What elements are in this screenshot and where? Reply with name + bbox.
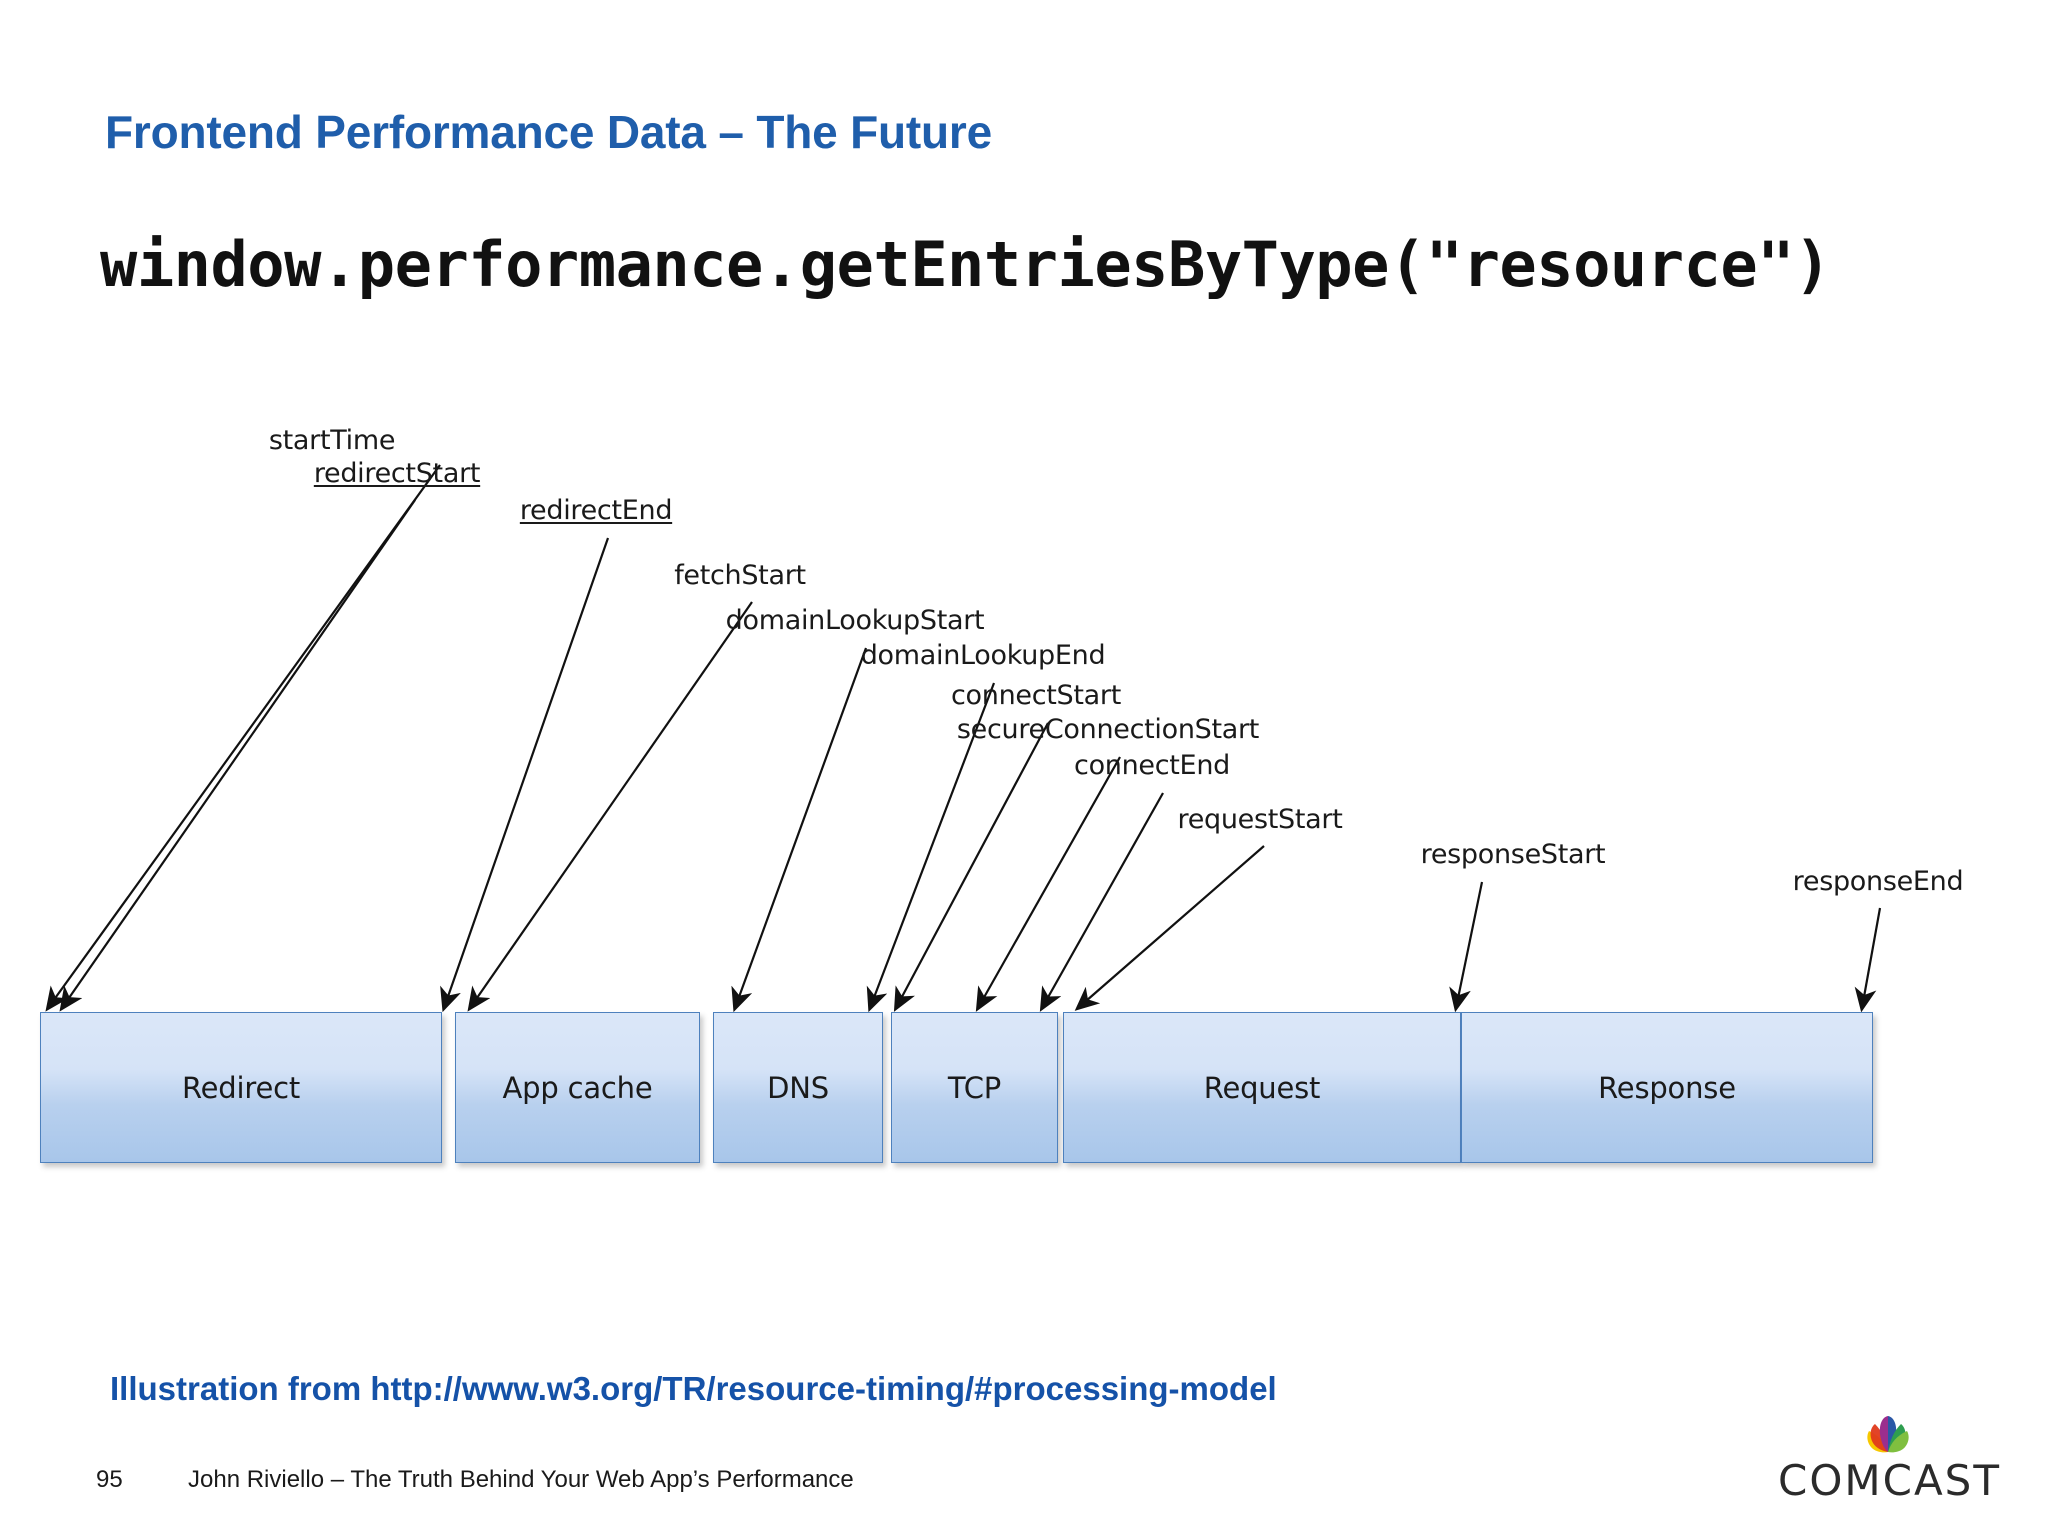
phase-box-label: DNS	[767, 1070, 829, 1105]
annotation-label-startTime: startTime	[268, 425, 396, 456]
phase-box-redirect[interactable]: Redirect	[40, 1012, 442, 1163]
phase-box-label: Redirect	[182, 1070, 300, 1105]
phase-box-label: Request	[1203, 1070, 1321, 1105]
leader-arrow-secureConnectionStart	[975, 756, 1121, 1012]
phase-box-app-cache[interactable]: App cache	[455, 1012, 700, 1163]
leader-arrow-requestStart	[1074, 845, 1265, 1011]
annotation-label-redirectStart: redirectStart	[313, 458, 481, 489]
annotation-label-requestStart: requestStart	[1177, 804, 1343, 835]
leader-arrow-fetchStart	[467, 601, 753, 1012]
leader-arrow-connectStart	[893, 722, 1049, 1012]
leader-arrow-redirectEnd	[440, 537, 610, 1013]
leader-arrow-domainLookupStart	[731, 647, 868, 1013]
phase-box-tcp[interactable]: TCP	[891, 1012, 1058, 1163]
annotation-label-fetchStart: fetchStart	[674, 560, 806, 591]
page-title: Frontend Performance Data – The Future	[105, 106, 992, 158]
annotation-label-domainLookupEnd: domainLookupEnd	[860, 640, 1106, 671]
nbc-peacock-icon	[1867, 1416, 1909, 1453]
leader-arrow-responseStart	[1449, 881, 1484, 1013]
phase-box-label: App cache	[502, 1070, 653, 1105]
annotation-label-responseEnd: responseEnd	[1792, 866, 1964, 897]
annotation-label-responseStart: responseStart	[1420, 839, 1606, 870]
annotation-label-connectEnd: connectEnd	[1074, 750, 1230, 781]
phase-box-response[interactable]: Response	[1461, 1012, 1873, 1163]
leader-arrow-startTime	[45, 464, 441, 1012]
annotation-label-secureConnectionStart: secureConnectionStart	[956, 714, 1260, 745]
annotation-label-domainLookupStart: domainLookupStart	[725, 605, 985, 636]
illustration-credit[interactable]: Illustration from http://www.w3.org/TR/r…	[110, 1370, 1277, 1407]
page-number: 95	[96, 1466, 123, 1493]
phase-box-label: Response	[1598, 1070, 1736, 1105]
phase-box-label: TCP	[947, 1070, 1002, 1105]
code-snippet: window.performance.getEntriesByType("res…	[100, 228, 1831, 301]
leader-arrow-responseEnd	[1854, 907, 1882, 1013]
comcast-logo: COMCAST	[1778, 1408, 2001, 1520]
footer-text: John Riviello – The Truth Behind Your We…	[188, 1466, 854, 1493]
annotation-label-redirectEnd: redirectEnd	[519, 495, 673, 526]
phase-box-request[interactable]: Request	[1063, 1012, 1461, 1163]
comcast-wordmark: COMCAST	[1778, 1456, 2001, 1505]
phase-box-dns[interactable]: DNS	[713, 1012, 883, 1163]
leader-arrow-redirectStart	[59, 499, 416, 1012]
leader-arrow-connectEnd	[1039, 792, 1164, 1012]
annotation-label-connectStart: connectStart	[951, 680, 1121, 711]
